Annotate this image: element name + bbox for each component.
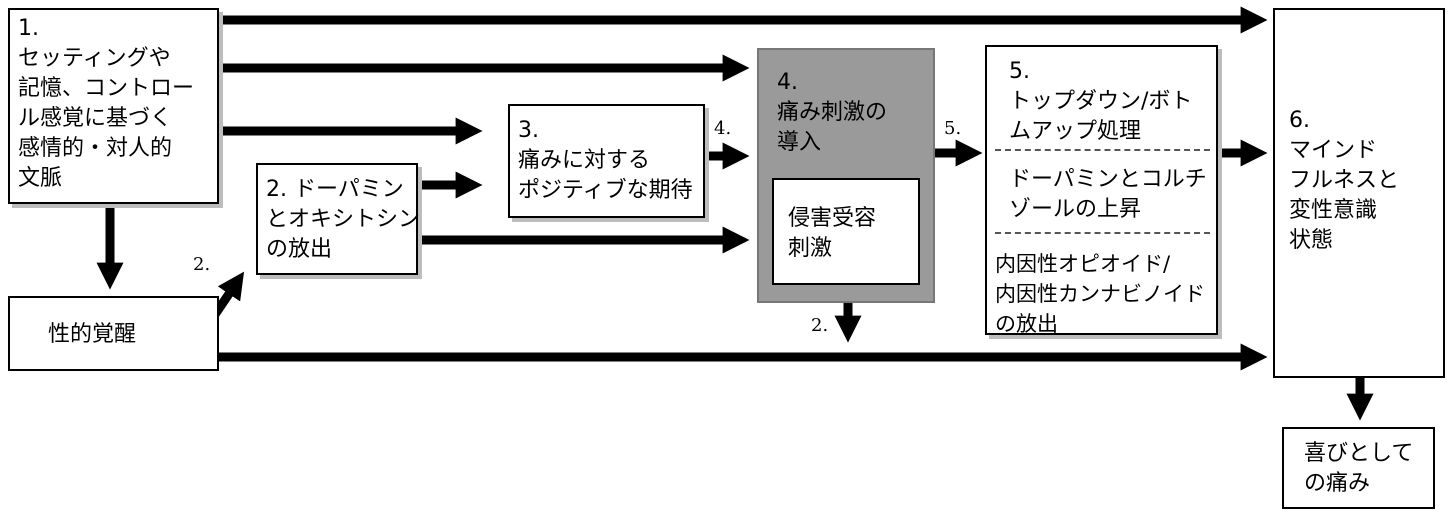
mindfulness-line: 状態 — [1289, 228, 1334, 253]
expectation-line: 3. — [518, 118, 539, 143]
processing-line: ドーパミンとコルチ — [1009, 167, 1207, 192]
pain-line: 痛み刺激の — [777, 100, 888, 125]
context-line: 1. — [18, 16, 39, 41]
arousal-box: 性的覚醒 — [8, 296, 219, 371]
joy-box: 喜びとして の痛み — [1282, 427, 1435, 509]
pain-line: 4. — [777, 70, 798, 95]
processing-section-2: ドーパミンとコルチ ゾールの上昇 — [995, 157, 1208, 243]
edge-label-expectation-pain: 4. — [714, 118, 732, 139]
joy-line: の痛み — [1304, 471, 1371, 496]
processing-line: ゾールの上昇 — [1009, 197, 1142, 222]
dopamine-line: とオキシトシン — [266, 207, 421, 232]
mindfulness-box: 6. マインド フルネスと 変性意識 状態 — [1273, 8, 1445, 378]
context-line: 文脈 — [18, 166, 63, 191]
dopamine-box: 2. ドーパミン とオキシトシン の放出 — [256, 163, 421, 275]
joy-line: 喜びとして — [1304, 441, 1414, 466]
arousal-label: 性的覚醒 — [48, 322, 137, 347]
dopamine-line: の放出 — [266, 237, 333, 262]
processing-line: 内因性カンナビノイド — [995, 282, 1205, 306]
context-line: 感情的・対人的 — [18, 136, 173, 161]
dopamine-line: 2. ドーパミン — [266, 177, 404, 202]
edge-label-pain-down: 2. — [811, 315, 829, 336]
edge-label-pain-processing: 5. — [944, 118, 962, 139]
mindfulness-line: マインド — [1289, 138, 1378, 163]
nociceptive-line: 侵害受容 — [788, 206, 877, 231]
processing-line: 5. — [1009, 59, 1030, 84]
mindfulness-line: 6. — [1289, 108, 1310, 133]
processing-section-3: 内因性オピオイド/ 内因性カンナビノイド の放出 — [995, 243, 1208, 339]
processing-divider-2 — [995, 232, 1210, 234]
context-line: 記憶、コントロー — [18, 76, 195, 101]
processing-divider-1 — [995, 149, 1210, 151]
expectation-line: 痛みに対する — [518, 148, 651, 173]
processing-line: の放出 — [995, 312, 1058, 336]
mindfulness-line: フルネスと — [1289, 168, 1400, 193]
processing-line: トップダウン/ボト — [1009, 89, 1193, 114]
nociceptive-line: 刺激 — [788, 236, 833, 261]
context-line: セッティングや — [18, 46, 171, 71]
processing-box: 5. トップダウン/ボト ムアップ処理 ドーパミンとコルチ ゾールの上昇 内因性… — [985, 45, 1218, 336]
context-box: 1. セッティングや 記憶、コントロー ル感覚に基づく 感情的・対人的 文脈 — [8, 8, 219, 204]
pain-line: 導入 — [777, 130, 822, 155]
edge-label-arousal-dopamine: 2. — [193, 254, 211, 275]
expectation-line: ポジティブな期待 — [518, 178, 693, 203]
processing-line: ムアップ処理 — [1009, 119, 1142, 144]
expectation-box: 3. 痛みに対する ポジティブな期待 — [508, 104, 705, 218]
mindfulness-line: 変性意識 — [1289, 198, 1378, 223]
context-line: ル感覚に基づく — [18, 106, 173, 131]
nociceptive-box: 侵害受容 刺激 — [772, 178, 920, 285]
processing-section-1: 5. トップダウン/ボト ムアップ処理 — [995, 57, 1208, 157]
processing-line: 内因性オピオイド/ — [995, 252, 1171, 276]
